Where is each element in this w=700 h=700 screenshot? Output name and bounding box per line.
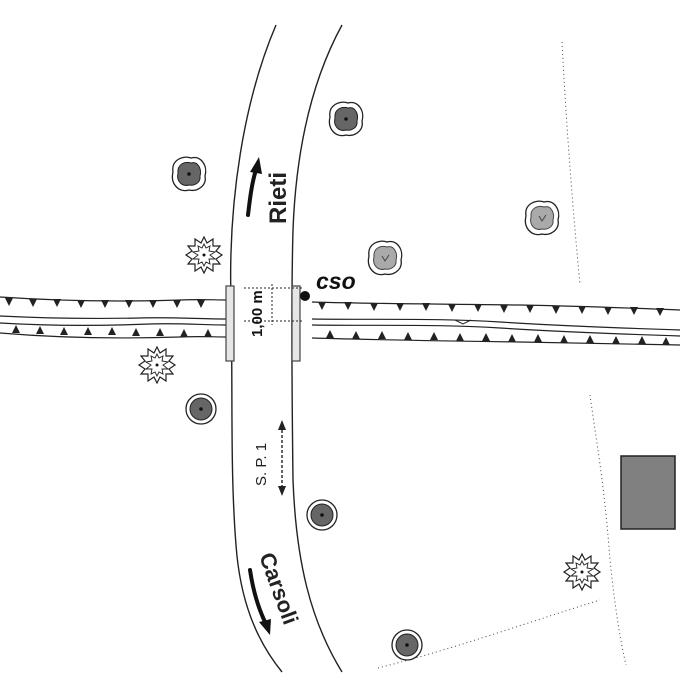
- tree-icon: [563, 553, 601, 591]
- tree-icon: [306, 499, 338, 531]
- tree-icon: [138, 346, 176, 384]
- tree-icon: [524, 200, 560, 236]
- road-west-edge: [229, 24, 283, 673]
- tree-icon: [185, 236, 223, 274]
- stream-east: [311, 301, 681, 346]
- arrow-up-icon: [246, 157, 262, 217]
- tree-icon: [391, 629, 423, 661]
- bridge-parapet-east: [291, 285, 301, 362]
- bridge-parapet-west: [225, 285, 235, 362]
- tree-icon: [328, 101, 364, 137]
- black-dot-icon: [300, 291, 310, 301]
- building-rect-icon: [620, 455, 676, 530]
- distance-dimension: [244, 284, 304, 325]
- tree-icon: [367, 240, 403, 276]
- outfall-label: cso: [316, 268, 356, 294]
- tree-icon: [171, 156, 207, 192]
- boundary-north: [561, 41, 581, 286]
- destination-north-label: Rieti: [265, 172, 292, 224]
- tree-icon: [185, 393, 217, 425]
- road-name-label: S. P. 1: [253, 443, 270, 486]
- arrow-down-icon: [248, 568, 271, 635]
- boundary-south: [377, 599, 601, 669]
- boundary-east: [589, 394, 627, 666]
- stream-west: [0, 296, 227, 339]
- double-arrow-icon: [278, 420, 286, 496]
- distance-label: 1,00 m: [249, 290, 266, 337]
